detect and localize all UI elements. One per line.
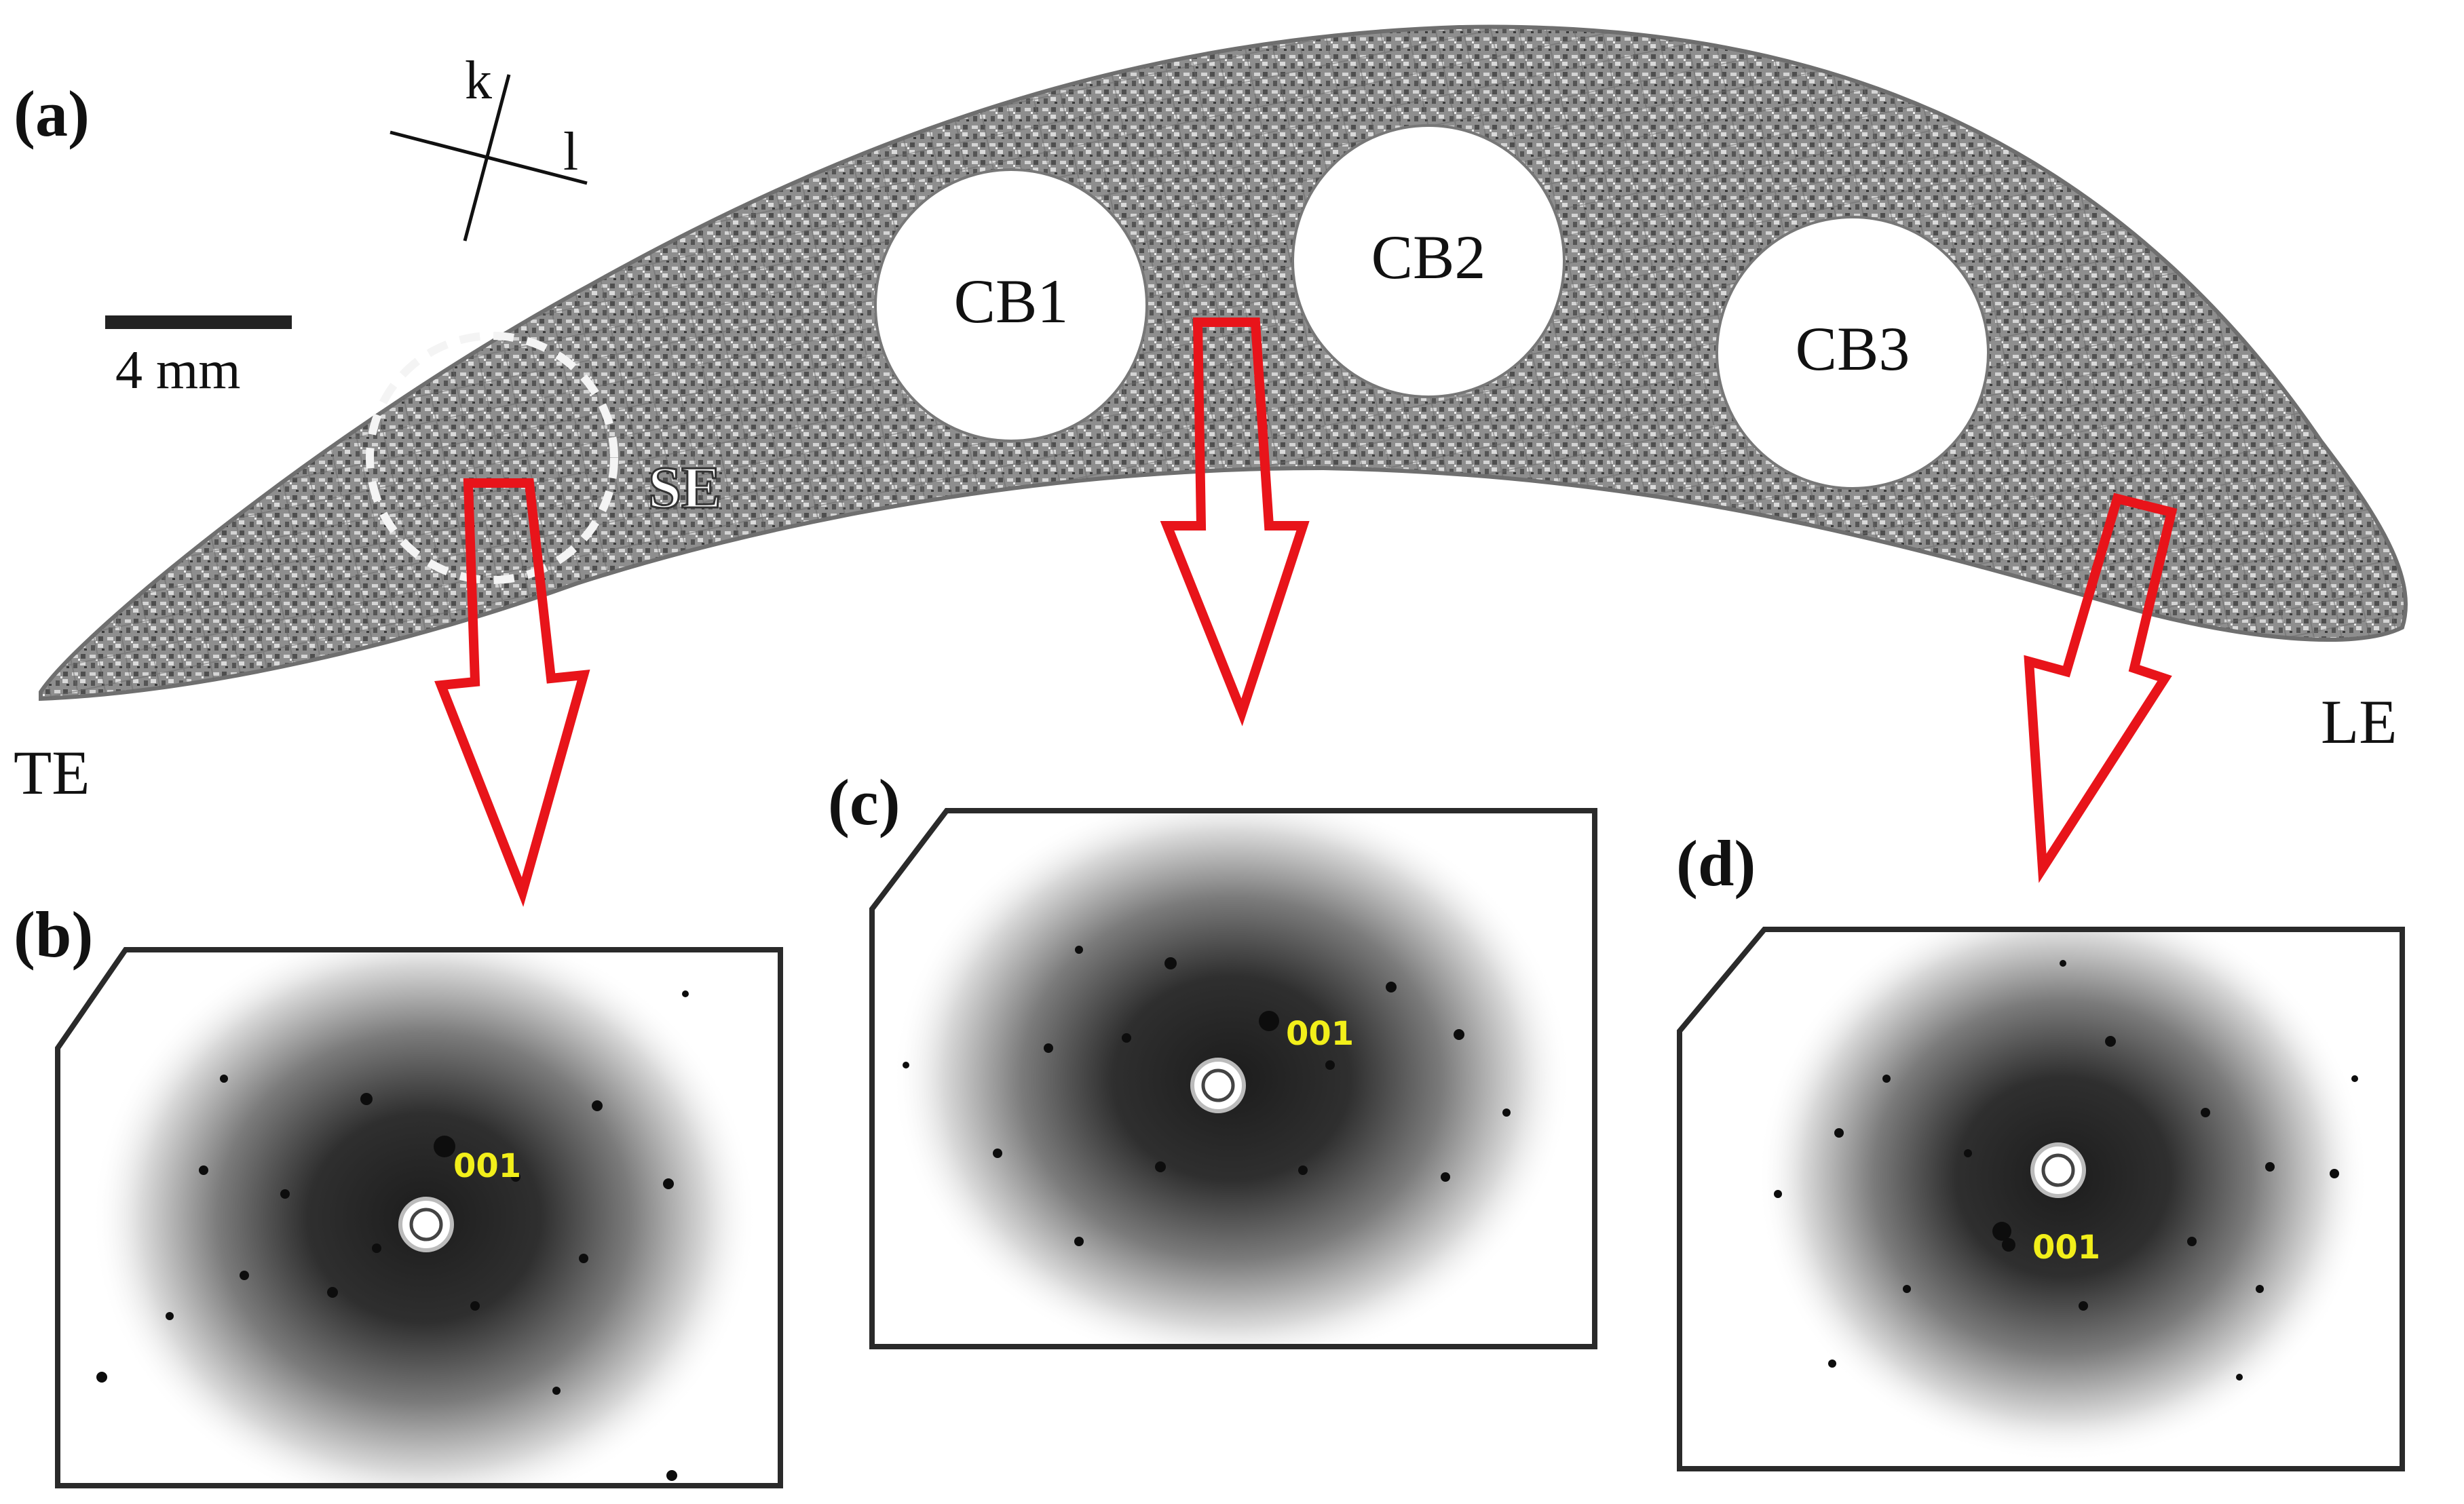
panel-a: (a) k l 4 mm CB1 CB2 CB3 SE bbox=[14, 24, 2408, 907]
panel-b: (b) 001 bbox=[14, 898, 783, 1488]
panel-d-spot-label: 001 bbox=[2032, 1229, 2100, 1267]
cooling-bore-3-label: CB3 bbox=[1796, 314, 1910, 383]
panel-c-spot-label: 001 bbox=[1286, 1015, 1354, 1053]
trailing-edge-label: TE bbox=[14, 738, 90, 807]
axis-k-label: k bbox=[465, 51, 492, 111]
axes-indicator bbox=[390, 74, 588, 242]
panel-b-label: (b) bbox=[14, 898, 93, 971]
arrow-to-d bbox=[2024, 493, 2178, 883]
scale-bar bbox=[105, 315, 292, 329]
cooling-bore-2: CB2 bbox=[1291, 124, 1566, 398]
panel-c-label: (c) bbox=[828, 766, 901, 838]
se-region-circle bbox=[366, 332, 618, 584]
axis-l-label: l bbox=[563, 122, 578, 182]
panel-c: (c) 001 bbox=[828, 766, 1597, 1349]
cooling-bore-1: CB1 bbox=[874, 168, 1148, 442]
diffraction-pattern-c bbox=[872, 811, 1595, 1347]
panel-c-frame bbox=[869, 808, 1597, 1349]
panel-a-label: (a) bbox=[14, 77, 90, 150]
cooling-bore-3: CB3 bbox=[1716, 216, 1990, 490]
diffraction-pattern-b bbox=[58, 950, 780, 1486]
blade-cross-section bbox=[39, 24, 2408, 701]
panel-d: (d) 001 bbox=[1676, 827, 2405, 1471]
panel-d-label: (d) bbox=[1676, 827, 1756, 900]
cooling-bore-2-label: CB2 bbox=[1371, 223, 1486, 292]
diffraction-pattern-d bbox=[1680, 929, 2402, 1469]
arrow-to-b bbox=[434, 478, 590, 907]
cooling-bore-1-label: CB1 bbox=[954, 267, 1069, 336]
panel-b-spot-label: 001 bbox=[453, 1147, 521, 1185]
se-region-label: SE bbox=[648, 455, 721, 521]
scale-bar-label: 4 mm bbox=[115, 341, 240, 400]
panel-d-frame bbox=[1677, 927, 2405, 1471]
panel-b-frame bbox=[55, 947, 783, 1488]
arrow-to-c bbox=[1160, 317, 1310, 727]
leading-edge-label: LE bbox=[2321, 687, 2397, 756]
